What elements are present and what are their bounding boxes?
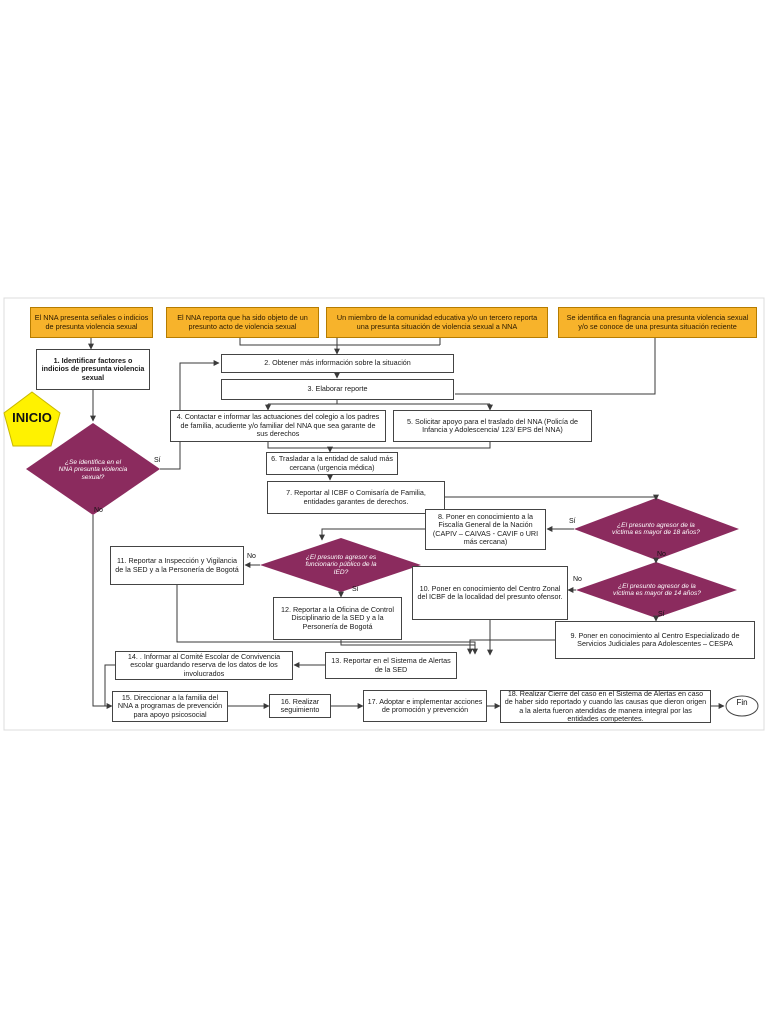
step-6-box: 6. Trasladar a la entidad de salud más c… — [266, 452, 398, 475]
decision-1-yes-label: Sí — [154, 457, 161, 464]
decision-2-yes-label: Sí — [569, 518, 576, 525]
decision-3-yes-label: Sí — [352, 586, 359, 593]
decision-3-shape — [260, 538, 421, 592]
decision-2-no-label: No — [657, 551, 666, 558]
step-5-box: 5. Solicitar apoyo para el traslado del … — [393, 410, 592, 442]
step-3-box: 3. Elaborar reporte — [221, 379, 454, 400]
step-14-box: 14. . Informar al Comité Escolar de Conv… — [115, 651, 293, 680]
decision-3-text: ¿El presunto agresor es funcionario públ… — [305, 553, 377, 576]
end-shape — [725, 695, 759, 717]
step-9-box: 9. Poner en conocimiento al Centro Espec… — [555, 621, 755, 659]
decision-2-shape — [574, 498, 739, 560]
decision-4-no-label: No — [573, 576, 582, 583]
step-17-box: 17. Adoptar e implementar acciones de pr… — [363, 690, 487, 722]
trigger-box-1: El NNA presenta señales o indicios de pr… — [30, 307, 153, 338]
decision-1-shape — [26, 423, 160, 515]
trigger-box-4: Se identifica en flagrancia una presunta… — [558, 307, 757, 338]
decision-1-no-label: No — [94, 507, 103, 514]
step-1-box: 1. Identificar factores o indicios de pr… — [36, 349, 150, 390]
step-7-box: 7. Reportar al ICBF o Comisaría de Famil… — [267, 481, 445, 514]
diagram-frame — [3, 297, 765, 731]
trigger-box-3: Un miembro de la comunidad educativa y/o… — [326, 307, 548, 338]
decision-4-yes-label: Sí — [658, 611, 665, 618]
step-11-box: 11. Reportar a Inspección y Vigilancia d… — [110, 546, 244, 585]
step-2-box: 2. Obtener más información sobre la situ… — [221, 354, 454, 373]
start-label: INICIO — [12, 410, 52, 425]
decision-4-shape — [576, 562, 737, 618]
step-18-box: 18. Realizar Cierre del caso en el Siste… — [500, 689, 711, 723]
decision-3-no-label: No — [247, 553, 256, 560]
trigger-box-2: El NNA reporta que ha sido objeto de un … — [166, 307, 319, 338]
decision-2-text: ¿El presunto agresor de la víctima es ma… — [612, 521, 700, 536]
step-15-box: 15. Direccionar a la familia del NNA a p… — [112, 691, 228, 722]
step-4-box: 4. Contactar e informar las actuaciones … — [170, 410, 386, 442]
step-10-box: 10. Poner en conocimiento del Centro Zon… — [412, 566, 568, 620]
start-shape — [3, 391, 61, 447]
decision-1-text: ¿Se identifica en el NNA presunta violen… — [58, 458, 128, 481]
decision-4-text: ¿El presunto agresor de la víctima es ma… — [613, 582, 701, 597]
step-13-box: 13. Reportar en el Sistema de Alertas de… — [325, 652, 457, 679]
step-12-box: 12. Reportar a la Oficina de Control Dis… — [273, 597, 402, 640]
step-16-box: 16. Realizar seguimiento — [269, 694, 331, 718]
step-8-box: 8. Poner en conocimiento a la Fiscalía G… — [425, 509, 546, 550]
end-label: Fin — [736, 698, 748, 707]
